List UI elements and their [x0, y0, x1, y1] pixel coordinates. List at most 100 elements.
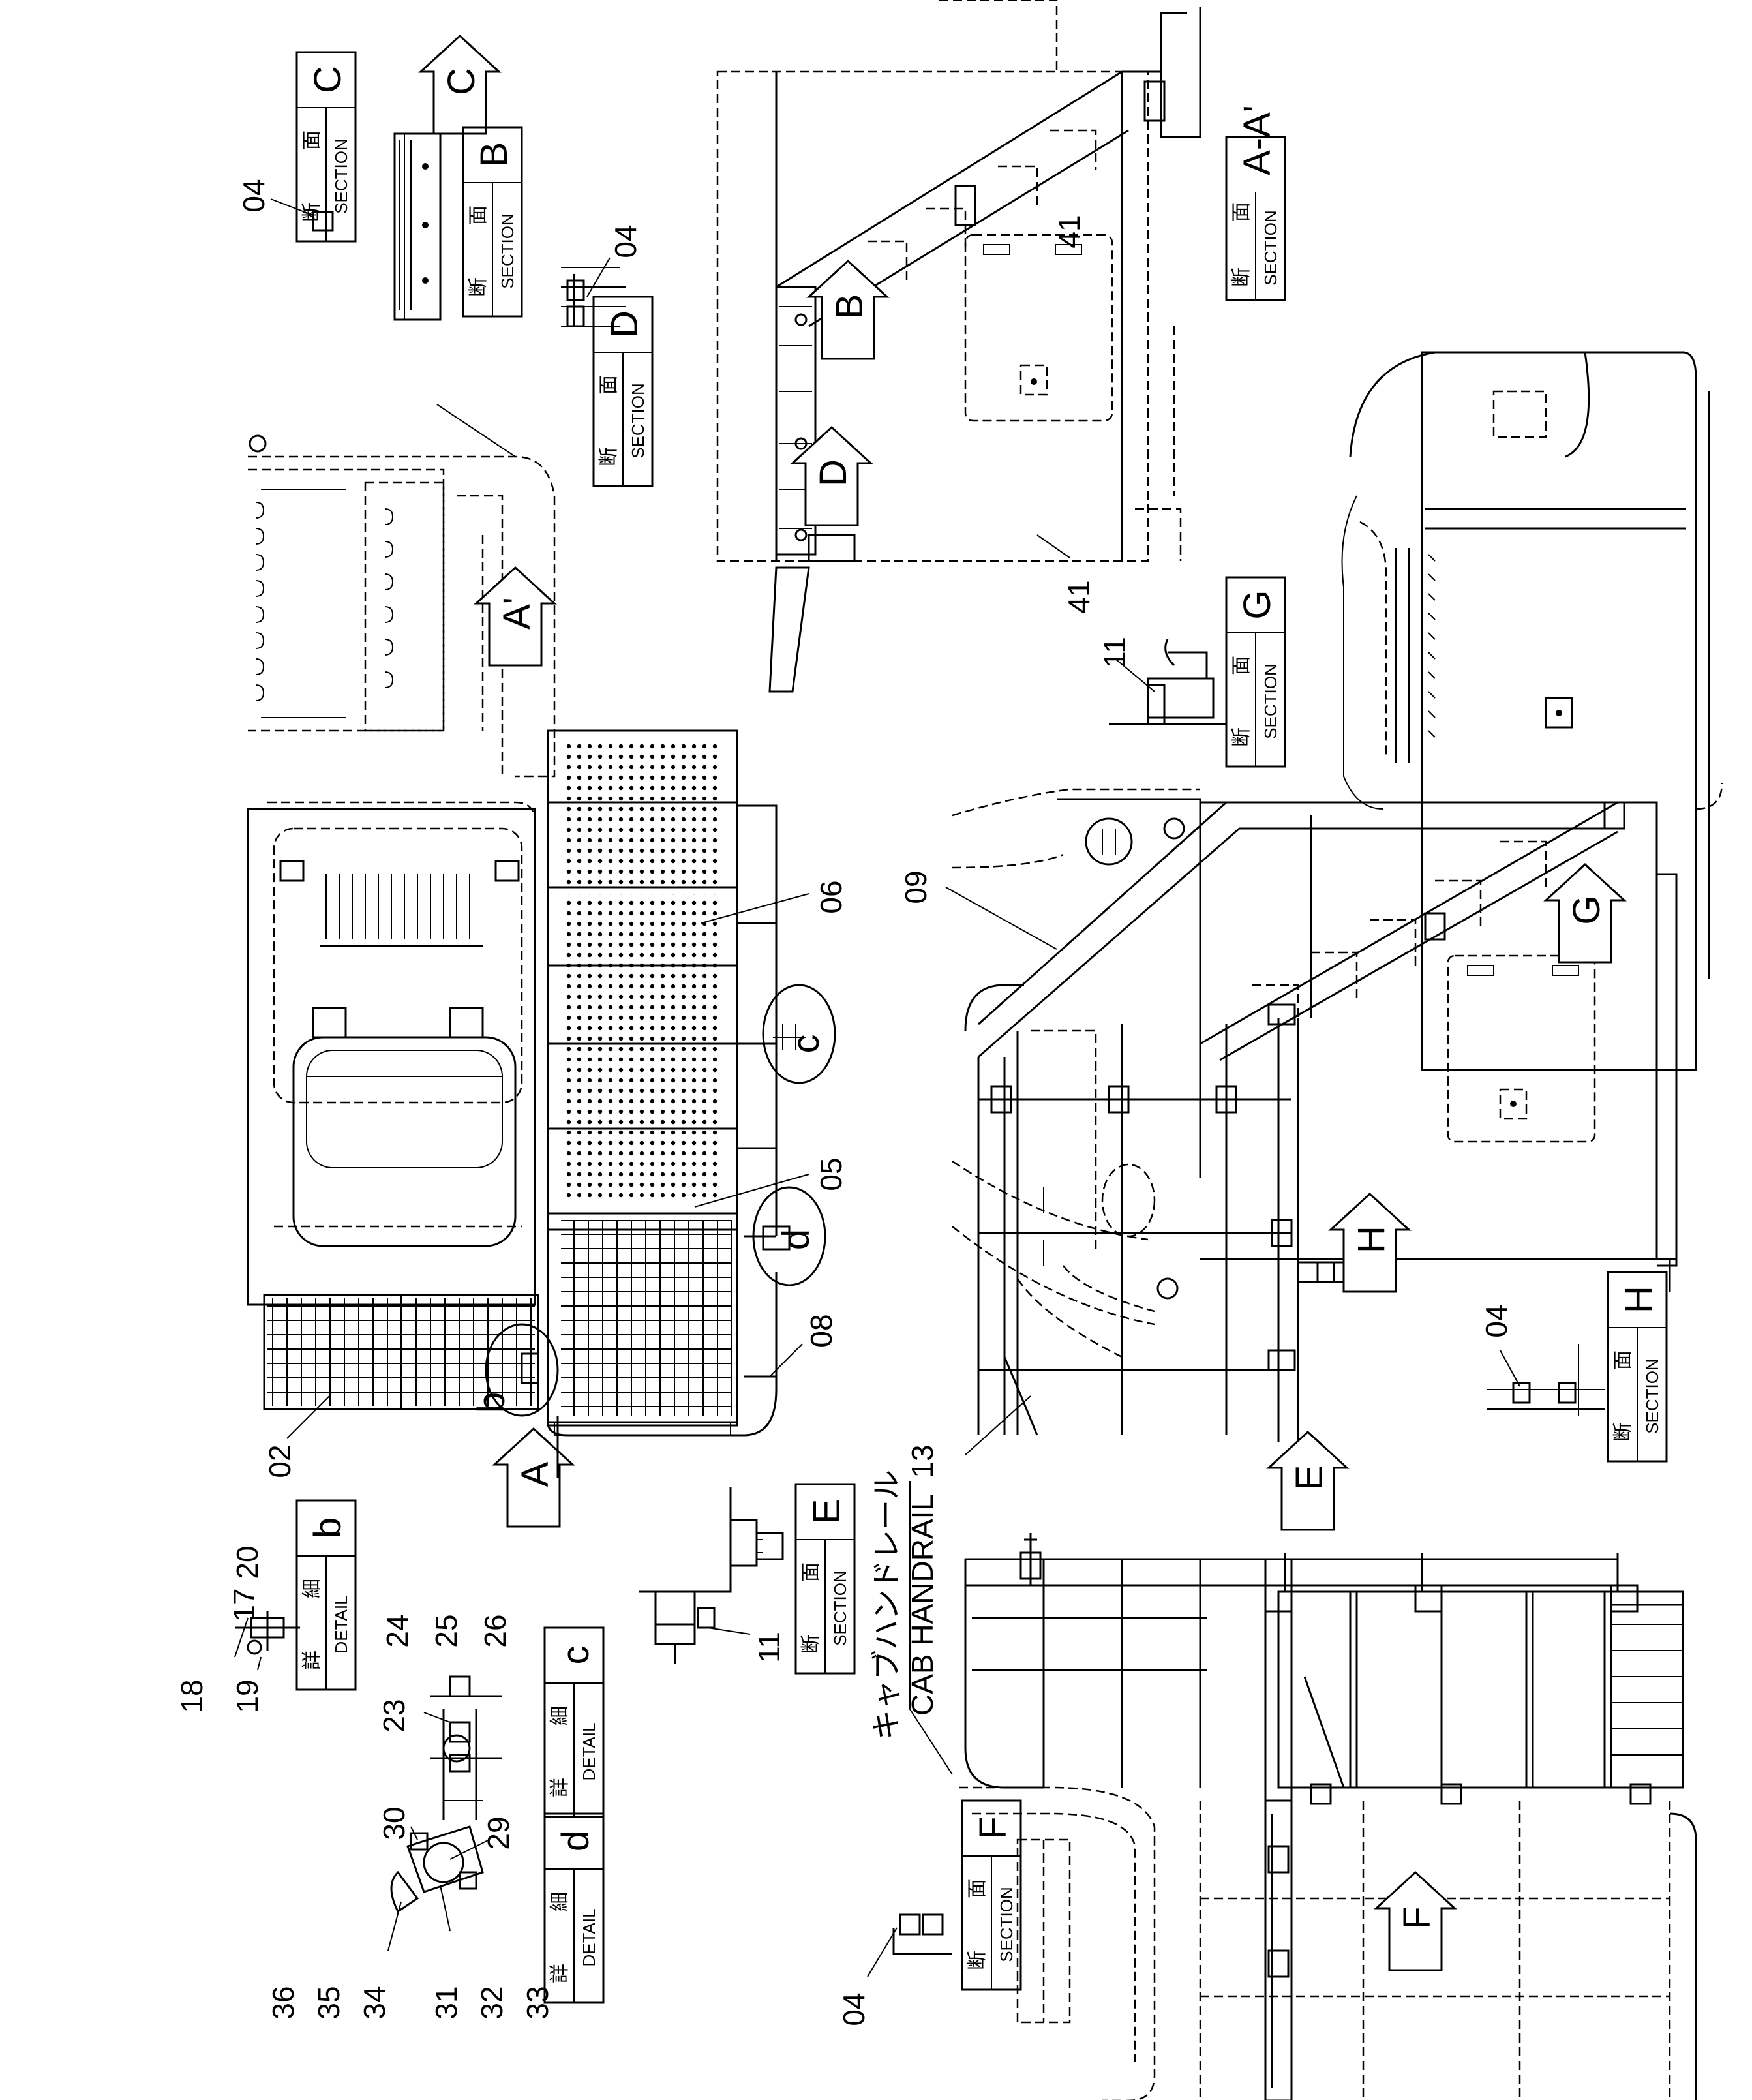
svg-text:04: 04 — [609, 224, 642, 258]
svg-text:05: 05 — [814, 1157, 848, 1191]
svg-text:E: E — [806, 1499, 848, 1525]
part-02: 02 — [263, 1395, 330, 1478]
grating-02 — [263, 1294, 539, 1410]
section-d-detail: 04 — [561, 224, 642, 327]
arrow-a: A — [492, 1427, 575, 1528]
circle-c: c — [762, 984, 836, 1084]
svg-text:13: 13 — [905, 1444, 939, 1478]
detail-c-label: 詳 細 DETAIL c — [543, 1626, 605, 1818]
section-b-label: 断 面 SECTION B — [462, 126, 523, 318]
svg-text:面: 面 — [967, 1879, 988, 1898]
svg-text:詳: 詳 — [301, 1651, 323, 1670]
svg-text:29: 29 — [481, 1816, 515, 1849]
section-letter-c: C — [307, 66, 349, 93]
section-h-label: 断 面 SECTION H — [1607, 1271, 1668, 1463]
svg-text:d: d — [775, 1229, 817, 1250]
svg-text:D: D — [812, 459, 854, 487]
svg-text:SECTION: SECTION — [830, 1570, 850, 1646]
part-06: 06 — [701, 880, 848, 924]
svg-text:30: 30 — [377, 1806, 411, 1840]
engine-side-view — [1341, 351, 1723, 1071]
svg-text:23: 23 — [377, 1699, 411, 1732]
section-aa-view: 41 B D 41 断 面 SECTION A-A' — [716, 0, 1286, 693]
svg-text:DETAIL: DETAIL — [331, 1595, 351, 1653]
svg-text:SECTION: SECTION — [1261, 663, 1280, 739]
svg-text:18: 18 — [175, 1679, 209, 1712]
svg-text:25: 25 — [429, 1614, 463, 1647]
svg-text:A-A': A-A' — [1236, 105, 1278, 175]
svg-text:細: 細 — [549, 1706, 571, 1726]
kanji-men: 面 — [301, 130, 323, 150]
svg-text:35: 35 — [312, 1986, 346, 2019]
svg-text:SECTION: SECTION — [997, 1887, 1016, 1962]
svg-text:A': A' — [496, 597, 538, 630]
svg-text:G: G — [1236, 590, 1278, 619]
svg-text:SECTION: SECTION — [498, 213, 517, 289]
detail-d-drawing: 30 29 31 32 33 34 35 36 — [266, 1806, 554, 2019]
svg-text:b: b — [307, 1517, 349, 1538]
arrow-g: G — [1543, 862, 1627, 964]
svg-text:細: 細 — [549, 1892, 571, 1911]
svg-text:11: 11 — [1098, 637, 1132, 668]
svg-text:面: 面 — [1231, 202, 1252, 222]
arrow-f: F — [1374, 1870, 1457, 1971]
svg-text:d: d — [554, 1831, 597, 1851]
circle-d: d — [752, 1186, 826, 1286]
svg-text:B: B — [473, 142, 515, 168]
svg-text:04: 04 — [1479, 1304, 1513, 1337]
svg-text:31: 31 — [429, 1986, 463, 2019]
part-05: 05 — [694, 1157, 848, 1208]
svg-text:17: 17 — [227, 1588, 261, 1621]
svg-text:断: 断 — [1231, 727, 1252, 747]
svg-text:SECTION: SECTION — [628, 383, 648, 459]
section-g-label: 断 面 SECTION G — [1225, 576, 1286, 768]
svg-text:c: c — [554, 1646, 597, 1665]
svg-text:断: 断 — [598, 447, 620, 466]
svg-text:F: F — [972, 1816, 1014, 1839]
svg-text:B: B — [828, 294, 871, 320]
svg-text:面: 面 — [598, 375, 620, 395]
svg-text:細: 細 — [301, 1579, 323, 1598]
svg-text:08: 08 — [804, 1314, 838, 1347]
detail-b-label: 詳 細 DETAIL b — [295, 1499, 357, 1691]
svg-text:H: H — [1350, 1226, 1393, 1253]
svg-text:DETAIL: DETAIL — [579, 1722, 599, 1780]
part-04-top: 04 — [237, 179, 334, 232]
svg-text:F: F — [1396, 1906, 1438, 1929]
svg-text:CAB HANDRAIL: CAB HANDRAIL — [905, 1494, 939, 1716]
svg-text:D: D — [603, 311, 646, 338]
cab-handrail-view: F — [959, 1533, 1697, 2100]
svg-text:E: E — [1288, 1465, 1331, 1491]
svg-text:詳: 詳 — [549, 1778, 571, 1797]
svg-text:41: 41 — [1062, 580, 1096, 613]
arrow-e: E — [1266, 1430, 1350, 1531]
cab-handrail-callout: キャブハンドレール CAB HANDRAIL — [869, 1470, 953, 1775]
section-f-detail: 04 — [837, 1913, 952, 2026]
svg-text:11: 11 — [752, 1632, 786, 1663]
svg-text:A: A — [514, 1461, 556, 1487]
svg-text:面: 面 — [468, 205, 489, 225]
svg-text:36: 36 — [266, 1986, 300, 2019]
svg-text:34: 34 — [357, 1986, 391, 2019]
section-e-detail: 11 — [639, 1487, 786, 1664]
arrow-d: D — [790, 425, 873, 526]
perforated-panels-06 — [547, 729, 738, 1215]
section-f-label: 断 面 SECTION F — [961, 1799, 1022, 1991]
section-b-part-strip — [393, 132, 442, 321]
detail-c-drawing: 23 24 25 26 — [377, 1614, 512, 1820]
part-09: 09 — [899, 870, 1057, 950]
svg-text:24: 24 — [380, 1614, 414, 1647]
svg-text:SECTION: SECTION — [1642, 1358, 1662, 1434]
svg-text:DETAIL: DETAIL — [579, 1908, 599, 1966]
svg-text:19: 19 — [230, 1679, 264, 1712]
svg-text:02: 02 — [263, 1444, 297, 1478]
svg-text:C: C — [440, 68, 483, 95]
svg-text:b: b — [470, 1392, 513, 1413]
circle-b: b — [470, 1323, 559, 1417]
svg-text:面: 面 — [1612, 1350, 1634, 1370]
svg-text:断: 断 — [800, 1634, 822, 1654]
section-aa-label: 断 面 SECTION A-A' — [1225, 105, 1286, 301]
plan-view: A' — [247, 404, 848, 1528]
detail-d-label: 詳 細 DETAIL d — [543, 1812, 605, 2004]
